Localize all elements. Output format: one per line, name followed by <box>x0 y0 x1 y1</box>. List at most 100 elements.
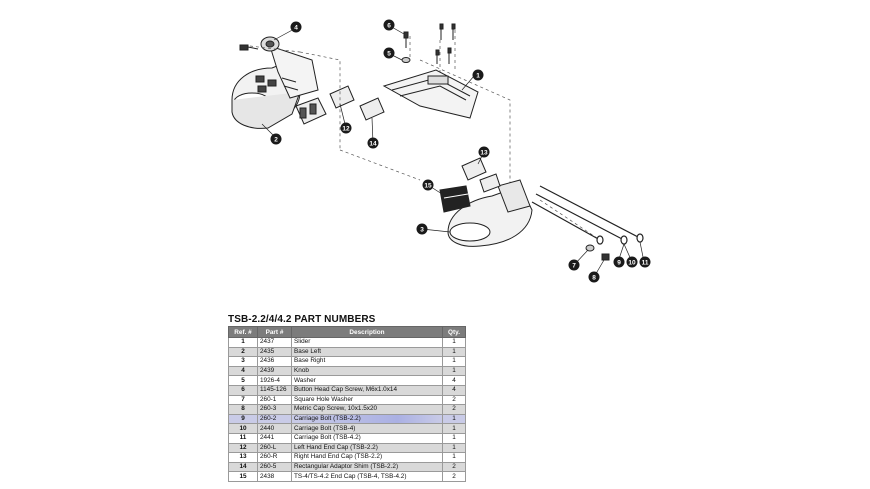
cap-screws-6 <box>403 23 456 64</box>
cell-qty: 1 <box>442 423 466 434</box>
callout-circle <box>568 259 580 271</box>
cell-qty: 4 <box>442 375 466 386</box>
callout-label: 15 <box>424 182 432 189</box>
callout-11: 11 <box>639 256 651 268</box>
cell-description: Carriage Bolt (TSB-2.2) <box>291 413 443 425</box>
cell-qty: 1 <box>442 432 466 444</box>
header-part: Part # <box>257 326 292 338</box>
cell-part: 260-5 <box>257 461 292 473</box>
cell-qty: 2 <box>442 471 466 482</box>
cell-qty: 1 <box>442 413 466 425</box>
cell-ref: 2 <box>228 346 258 358</box>
cell-ref: 11 <box>228 432 258 444</box>
callout-label: 11 <box>642 259 649 266</box>
cell-qty: 2 <box>442 404 466 415</box>
cell-qty: 1 <box>442 346 466 358</box>
cell-ref: 1 <box>228 337 258 348</box>
cell-description: TS-4/TS-4.2 End Cap (TSB-4, TSB-4.2) <box>291 471 443 482</box>
callout-9: 9 <box>613 256 625 268</box>
callout-13: 13 <box>478 146 490 158</box>
callout-3: 3 <box>416 223 428 235</box>
base-right-part <box>447 179 533 247</box>
cell-part: 2440 <box>257 423 292 434</box>
cell-qty: 1 <box>442 365 466 377</box>
end-cap-12 <box>295 97 327 125</box>
cell-ref: 3 <box>228 356 258 367</box>
cell-part: 2438 <box>257 471 292 482</box>
callout-label: 6 <box>387 22 391 29</box>
cell-ref: 4 <box>228 365 258 377</box>
callout-circle <box>290 21 302 33</box>
cell-qty: 1 <box>442 452 466 463</box>
callout-label: 9 <box>617 259 621 266</box>
cell-part: 2437 <box>257 337 292 348</box>
cell-description: Slider <box>291 337 443 348</box>
callout-5: 5 <box>383 47 395 59</box>
callout-6: 6 <box>383 19 395 31</box>
callout-circle <box>422 179 434 191</box>
cell-part: 1145-126 <box>257 384 292 396</box>
shim-14 <box>359 97 385 121</box>
cell-part: 2436 <box>257 356 292 367</box>
callout-label: 3 <box>420 226 424 233</box>
cell-description: Metric Cap Screw, 10x1.5x20 <box>291 404 443 415</box>
cell-qty: 1 <box>442 442 466 454</box>
callout-2: 2 <box>270 133 282 145</box>
cell-description: Carriage Bolt (TSB-4.2) <box>291 432 443 444</box>
cell-qty: 1 <box>442 337 466 348</box>
callout-circle <box>472 69 484 81</box>
callout-7: 7 <box>568 259 580 271</box>
callout-label: 5 <box>387 50 391 57</box>
cell-description: Washer <box>291 375 443 386</box>
cell-ref: 14 <box>228 461 258 473</box>
cell-description: Base Right <box>291 356 443 367</box>
callout-4: 4 <box>290 21 302 33</box>
callout-circle <box>383 19 395 31</box>
cell-part: 260-L <box>257 442 292 454</box>
cell-part: 1926-4 <box>257 375 292 386</box>
cell-qty: 2 <box>442 394 466 406</box>
callout-label: 10 <box>628 259 636 266</box>
callout-circle <box>340 122 352 134</box>
callout-1: 1 <box>472 69 484 81</box>
callout-circle <box>613 256 625 268</box>
callout-10: 10 <box>626 256 638 268</box>
cell-ref: 8 <box>228 404 258 415</box>
callout-circle <box>639 256 651 268</box>
construction-lines <box>249 30 601 241</box>
washer-5 <box>401 57 411 63</box>
cell-description: Right Hand End Cap (TSB-2.2) <box>291 452 443 463</box>
cell-part: 260-3 <box>257 404 292 415</box>
callout-14: 14 <box>367 137 379 149</box>
metric-screw-8 <box>601 253 610 261</box>
cell-description: Left Hand End Cap (TSB-2.2) <box>291 442 443 454</box>
callout-label: 13 <box>480 149 488 156</box>
cell-ref: 6 <box>228 384 258 396</box>
cell-qty: 2 <box>442 461 466 473</box>
cell-qty: 1 <box>442 356 466 367</box>
cell-description: Carriage Bolt (TSB-4) <box>291 423 443 434</box>
cell-description: Button Head Cap Screw, M6x1.0x14 <box>291 384 443 396</box>
cell-description: Base Left <box>291 346 443 358</box>
callout-15: 15 <box>422 179 434 191</box>
callout-label: 12 <box>342 125 350 132</box>
callout-circle <box>416 223 428 235</box>
cell-qty: 4 <box>442 384 466 396</box>
shim-12 <box>329 85 355 109</box>
